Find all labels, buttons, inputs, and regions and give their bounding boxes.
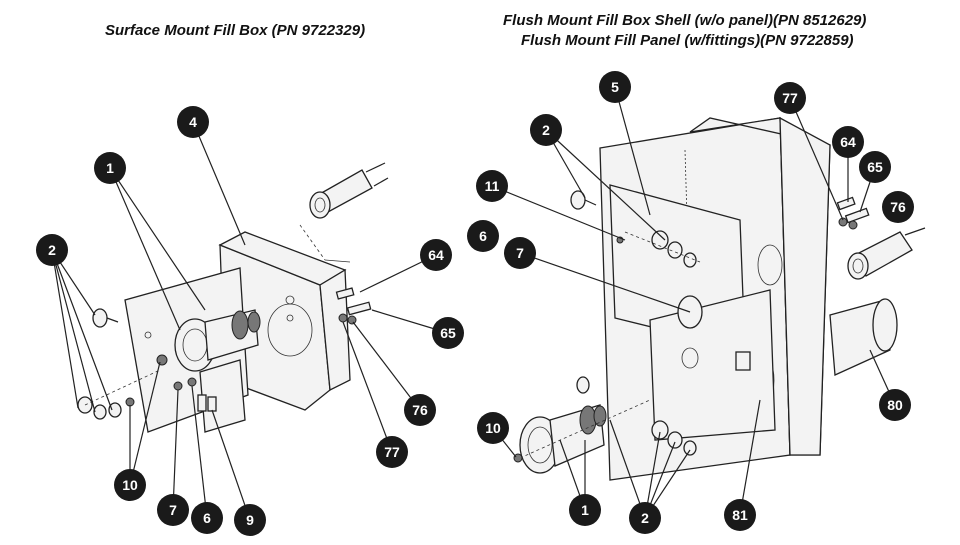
flush-mount-assembly bbox=[491, 86, 926, 519]
surface-mount-assembly bbox=[51, 121, 449, 521]
svg-text:9: 9 bbox=[246, 512, 254, 528]
svg-text:7: 7 bbox=[169, 502, 177, 518]
callout-65-left: 65 bbox=[432, 317, 464, 349]
svg-text:77: 77 bbox=[782, 90, 798, 106]
callout-10-left: 10 bbox=[114, 469, 146, 501]
svg-text:65: 65 bbox=[867, 159, 883, 175]
svg-text:4: 4 bbox=[189, 114, 197, 130]
callout-10-right: 10 bbox=[477, 412, 509, 444]
callout-5-right: 5 bbox=[599, 71, 631, 103]
callout-77-right: 77 bbox=[774, 82, 806, 114]
svg-text:76: 76 bbox=[890, 199, 906, 215]
callout-2-right-bottom: 2 bbox=[629, 502, 661, 534]
svg-text:11: 11 bbox=[485, 178, 500, 194]
svg-text:10: 10 bbox=[485, 420, 501, 436]
svg-text:10: 10 bbox=[122, 477, 138, 493]
callout-81-right: 81 bbox=[724, 499, 756, 531]
callout-64-left: 64 bbox=[420, 239, 452, 271]
drain-pipe bbox=[829, 298, 898, 376]
flush-shell-title: Flush Mount Fill Box Shell (w/o panel)(P… bbox=[503, 12, 867, 29]
callout-group-right: 5 77 2 64 65 11 76 6 7 80 10 1 2 81 bbox=[467, 71, 914, 534]
surface-hose-coupling bbox=[309, 162, 389, 219]
svg-text:1: 1 bbox=[581, 502, 589, 518]
callout-1-left: 1 bbox=[94, 152, 126, 184]
callout-76-right: 76 bbox=[882, 191, 914, 223]
callout-6-right: 6 bbox=[467, 220, 499, 252]
callout-1-right: 1 bbox=[569, 494, 601, 526]
callout-11-right: 11 bbox=[476, 170, 508, 202]
svg-text:5: 5 bbox=[611, 79, 619, 95]
svg-text:2: 2 bbox=[641, 510, 649, 526]
callout-6-left: 6 bbox=[191, 502, 223, 534]
callout-2-right-top: 2 bbox=[530, 114, 562, 146]
svg-text:64: 64 bbox=[840, 134, 856, 150]
svg-text:64: 64 bbox=[428, 247, 444, 263]
surface-mount-title: Surface Mount Fill Box (PN 9722329) bbox=[105, 22, 366, 39]
svg-text:2: 2 bbox=[48, 242, 56, 258]
svg-text:7: 7 bbox=[516, 245, 524, 261]
flush-shell-side bbox=[779, 116, 831, 456]
flush-hose-coupling bbox=[847, 227, 926, 280]
callout-7-left: 7 bbox=[157, 494, 189, 526]
callout-80-right: 80 bbox=[879, 389, 911, 421]
surface-lower-tab bbox=[199, 359, 246, 433]
callout-76-left: 76 bbox=[404, 394, 436, 426]
svg-text:2: 2 bbox=[542, 122, 550, 138]
callout-7-right: 7 bbox=[504, 237, 536, 269]
callout-65-right: 65 bbox=[859, 151, 891, 183]
callout-77-left: 77 bbox=[376, 436, 408, 468]
svg-text:81: 81 bbox=[732, 507, 748, 523]
svg-text:76: 76 bbox=[412, 402, 428, 418]
flush-fill-panel bbox=[649, 289, 776, 441]
svg-text:80: 80 bbox=[887, 397, 903, 413]
callout-9-left: 9 bbox=[234, 504, 266, 536]
surface-box-side bbox=[319, 268, 351, 392]
flush-panel-title: Flush Mount Fill Panel (w/fittings)(PN 9… bbox=[521, 32, 854, 49]
svg-text:77: 77 bbox=[384, 444, 400, 460]
svg-text:6: 6 bbox=[203, 510, 211, 526]
callout-group-left: 1 2 4 64 65 76 77 10 7 6 9 bbox=[36, 106, 464, 536]
callout-2-left: 2 bbox=[36, 234, 68, 266]
callout-64-right: 64 bbox=[832, 126, 864, 158]
callout-4-left: 4 bbox=[177, 106, 209, 138]
svg-text:65: 65 bbox=[440, 325, 456, 341]
svg-text:1: 1 bbox=[106, 160, 114, 176]
svg-text:6: 6 bbox=[479, 228, 487, 244]
